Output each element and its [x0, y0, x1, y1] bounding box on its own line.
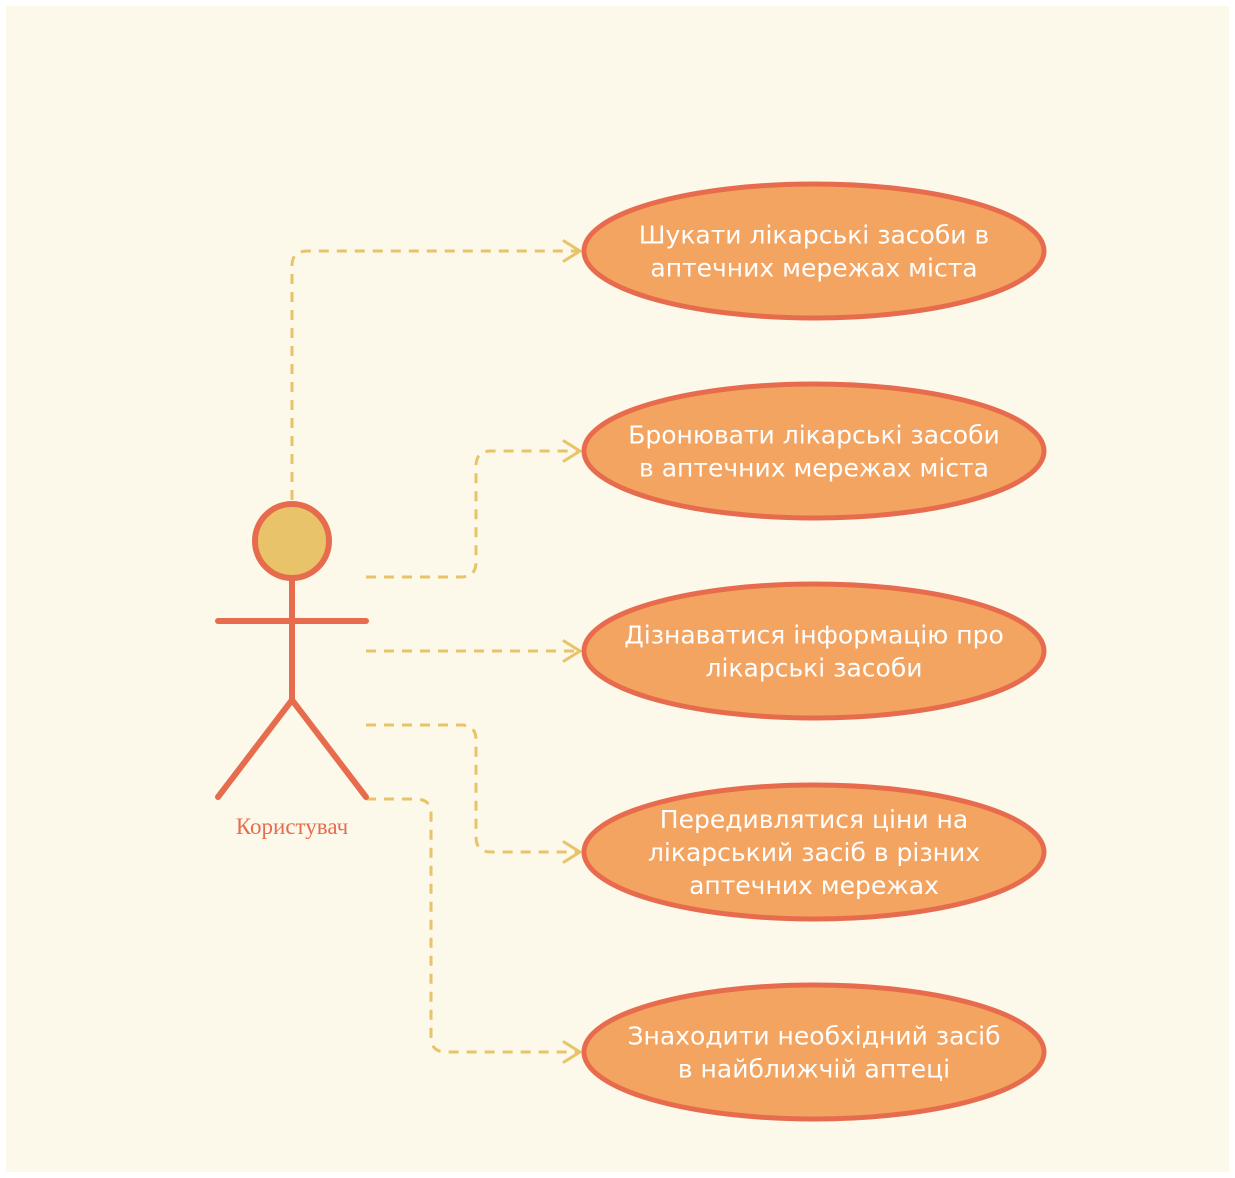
use-case-ellipse[interactable] — [581, 782, 1047, 922]
use-case-ellipse[interactable] — [581, 181, 1047, 321]
use-case-label-line: лікарський засіб в різних — [648, 838, 980, 867]
actor-head — [252, 501, 332, 581]
connectors — [290, 249, 578, 1054]
connector-reserve — [366, 449, 578, 579]
use-case-nearest[interactable]: Знаходити необхідний засіб в найближчій а… — [581, 982, 1047, 1122]
use-case-info[interactable]: Дізнаватися інформацію про лікарські засо… — [581, 581, 1047, 721]
arrowheads — [562, 239, 582, 1064]
use-case-label-line: в аптечних мережах міста — [639, 454, 989, 483]
arrowhead-info — [562, 639, 582, 663]
use-case-ellipse[interactable] — [581, 581, 1047, 721]
use-case-label-line: Знаходити необхідний засіб — [627, 1022, 1000, 1051]
use-case-label-line: в найближчій аптеці — [678, 1055, 950, 1084]
use-case-label-line: аптечних мережах міста — [650, 254, 977, 283]
connector-prices — [366, 723, 578, 854]
actor-left-leg — [215, 697, 295, 800]
actor-right-leg — [289, 697, 369, 800]
connector-nearest — [366, 797, 578, 1054]
use-case-prices[interactable]: Передивлятися ціни на лікарський засіб в … — [581, 782, 1047, 922]
arrowhead-prices — [562, 840, 582, 864]
actor-figure — [215, 501, 369, 800]
use-case-ellipse[interactable] — [581, 381, 1047, 521]
use-cases: Шукати лікарські засоби в аптечних мережа… — [581, 181, 1047, 1122]
use-case-ellipse[interactable] — [581, 982, 1047, 1122]
use-case-label-line: лікарські засоби — [705, 654, 922, 683]
use-case-label-line: аптечних мережах — [689, 871, 939, 900]
arrowhead-nearest — [562, 1040, 582, 1064]
connector-search — [290, 249, 578, 500]
use-case-label-line: Бронювати лікарські засоби — [628, 421, 1000, 450]
diagram-background — [6, 6, 1229, 1172]
use-case-search[interactable]: Шукати лікарські засоби в аптечних мережа… — [581, 181, 1047, 321]
arrowhead-reserve — [562, 439, 582, 463]
actor-label: Користувач — [236, 814, 349, 839]
use-case-label-line: Дізнаватися інформацію про — [624, 621, 1004, 650]
use-case-label-line: Шукати лікарські засоби в — [639, 221, 989, 250]
arrowhead-search — [562, 239, 582, 263]
use-case-label-line: Передивлятися ціни на — [660, 805, 968, 834]
use-case-reserve[interactable]: Бронювати лікарські засоби в аптечних мер… — [581, 381, 1047, 521]
